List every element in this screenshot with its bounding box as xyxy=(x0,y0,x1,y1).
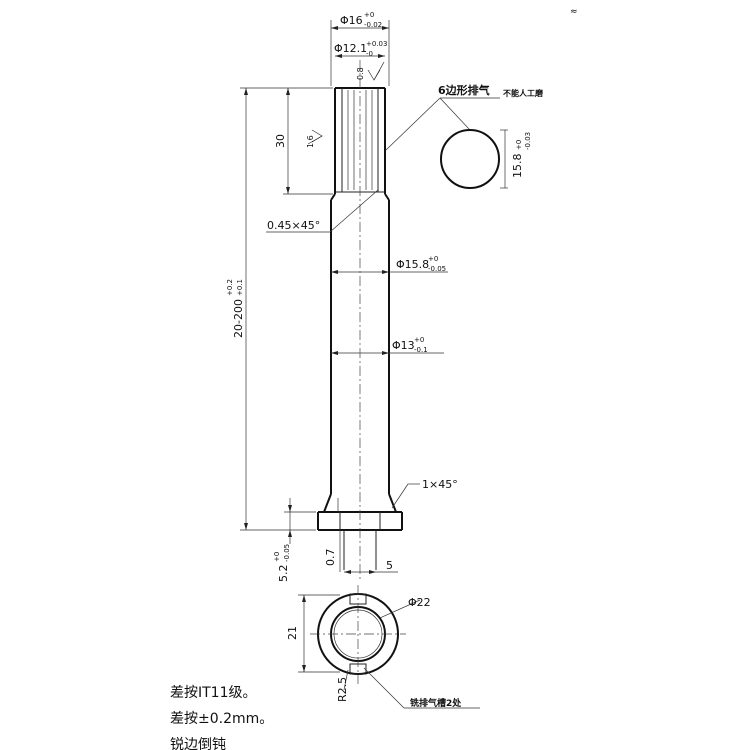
hex-vent-callout xyxy=(385,97,508,189)
left-dimensions xyxy=(240,87,341,572)
mid-tol-lower: -0.05 xyxy=(428,265,446,273)
inner-tol-upper: +0.03 xyxy=(366,40,387,48)
chamfer-top-label: 0.45×45° xyxy=(267,219,320,232)
note-line-1: 差按IT11级。 xyxy=(170,685,257,701)
overall-tol-upper: +0.2 xyxy=(226,279,234,296)
bottom-diameter-label: Φ22 xyxy=(408,596,431,609)
mid-diameter-label: Φ15.8 xyxy=(396,258,429,271)
section-length-label: 30 xyxy=(274,134,287,148)
chamfer-bottom-label: 1×45° xyxy=(422,478,458,491)
radius-label: R2.5 xyxy=(336,677,349,702)
part-body xyxy=(317,60,403,580)
bore-tol-lower: -0.1 xyxy=(414,346,428,354)
head-diameter-label: Φ16 xyxy=(340,14,363,27)
roughness-side: 1.6 xyxy=(306,135,315,148)
inner-tol-lower: -0 xyxy=(366,50,373,58)
bore-diameter-label: Φ13 xyxy=(392,339,415,352)
bore-tol-upper: +0 xyxy=(414,336,424,344)
inner-dimensions xyxy=(331,270,448,355)
flange-thickness-label: 5.2 xyxy=(277,565,290,583)
inner-diameter-label: Φ12.1 xyxy=(334,42,367,55)
chamfer-leaders xyxy=(266,189,420,509)
flange-tol-upper: +0 xyxy=(273,552,281,562)
overall-length-label: 20-200 xyxy=(232,299,245,338)
head-tol-lower: -0.02 xyxy=(364,21,382,29)
corner-mark: ≈ xyxy=(570,7,578,17)
dim-5-label: 5 xyxy=(386,559,393,572)
dim-5 xyxy=(344,570,398,574)
head-tol-upper: +0 xyxy=(364,11,374,19)
mid-tol-upper: +0 xyxy=(428,255,438,263)
note-line-3: 锐边倒钝 xyxy=(170,737,226,750)
roughness-top: 0.8 xyxy=(356,67,365,80)
bottom-height-label: 21 xyxy=(286,626,299,640)
hex-tol-lower: -0.03 xyxy=(524,132,532,150)
overall-tol-lower: +0.1 xyxy=(236,279,244,296)
hex-dim-label: 15.8 xyxy=(511,154,524,179)
vent-groove-label: 铣排气槽2处 xyxy=(410,697,462,709)
hex-vent-label: 6边形排气 xyxy=(438,83,490,97)
flange-tol-lower: -0.05 xyxy=(283,544,291,562)
no-grind-label: 不能人工磨 xyxy=(503,88,543,98)
note-line-2: 差按±0.2mm。 xyxy=(170,711,274,727)
top-dimensions xyxy=(330,20,390,86)
dim-07-label: 0.7 xyxy=(324,549,337,567)
hex-tol-upper: +0 xyxy=(515,140,523,150)
end-view xyxy=(298,585,480,709)
